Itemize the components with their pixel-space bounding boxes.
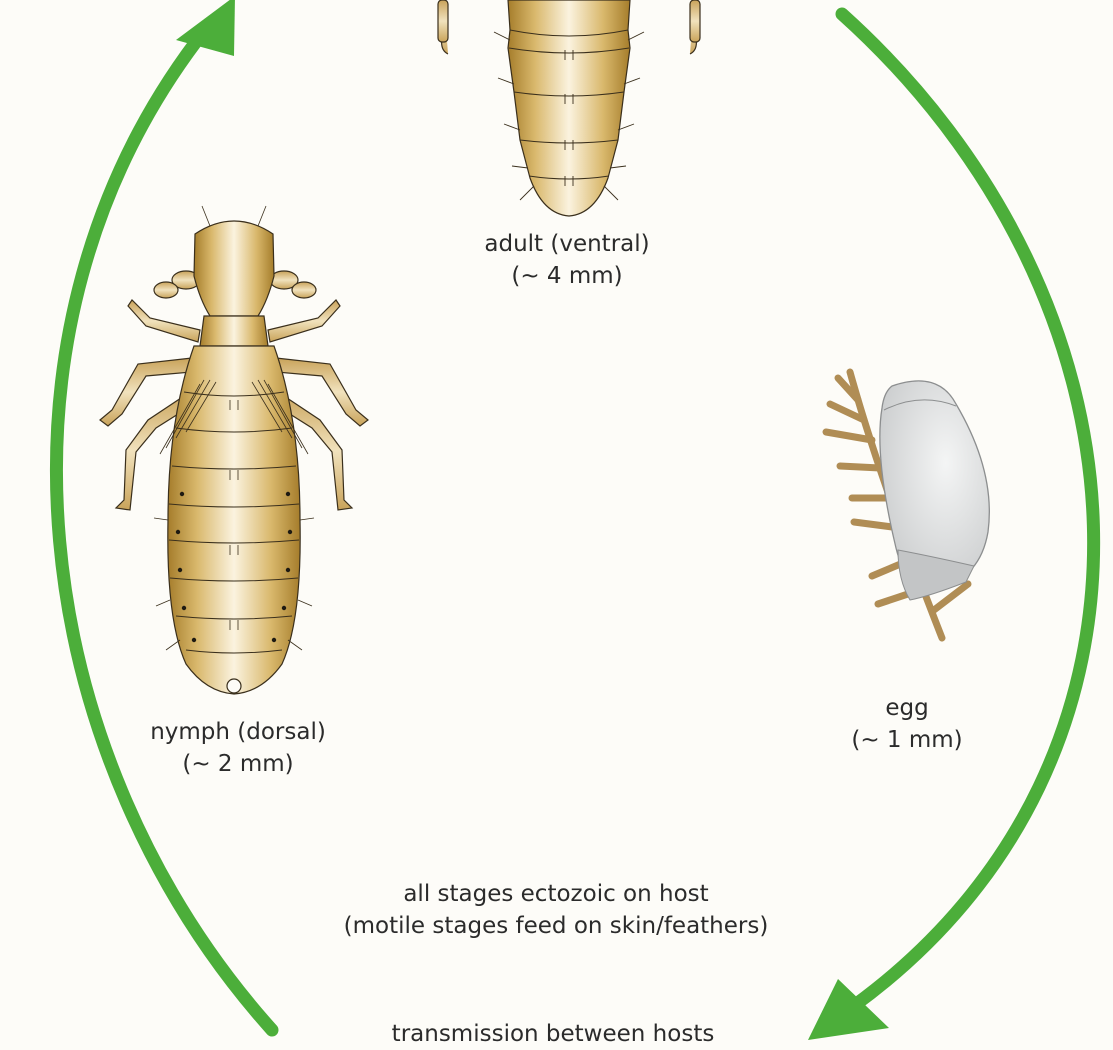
nymph-stage-size: (~ 2 mm) [150, 748, 326, 780]
nymph-stage-label: nymph (dorsal) (~ 2 mm) [150, 716, 326, 780]
habitat-note-line2: (motile stages feed on skin/feathers) [344, 910, 769, 942]
egg-on-feather-icon [826, 372, 989, 638]
nymph-stage-name: nymph (dorsal) [150, 716, 326, 748]
habitat-note-line1: all stages ectozoic on host [344, 878, 769, 910]
adult-stage-label: adult (ventral) (~ 4 mm) [484, 228, 649, 292]
transmission-note: transmission between hosts [392, 1018, 715, 1050]
transmission-note-text: transmission between hosts [392, 1018, 715, 1050]
egg-stage-size: (~ 1 mm) [851, 724, 962, 756]
habitat-note: all stages ectozoic on host (motile stag… [344, 878, 769, 942]
adult-stage-name: adult (ventral) [484, 228, 649, 260]
egg-stage-label: egg (~ 1 mm) [851, 692, 962, 756]
egg-stage-name: egg [851, 692, 962, 724]
adult-louse-icon [438, 0, 700, 216]
nymph-louse-icon [100, 206, 368, 694]
adult-stage-size: (~ 4 mm) [484, 260, 649, 292]
